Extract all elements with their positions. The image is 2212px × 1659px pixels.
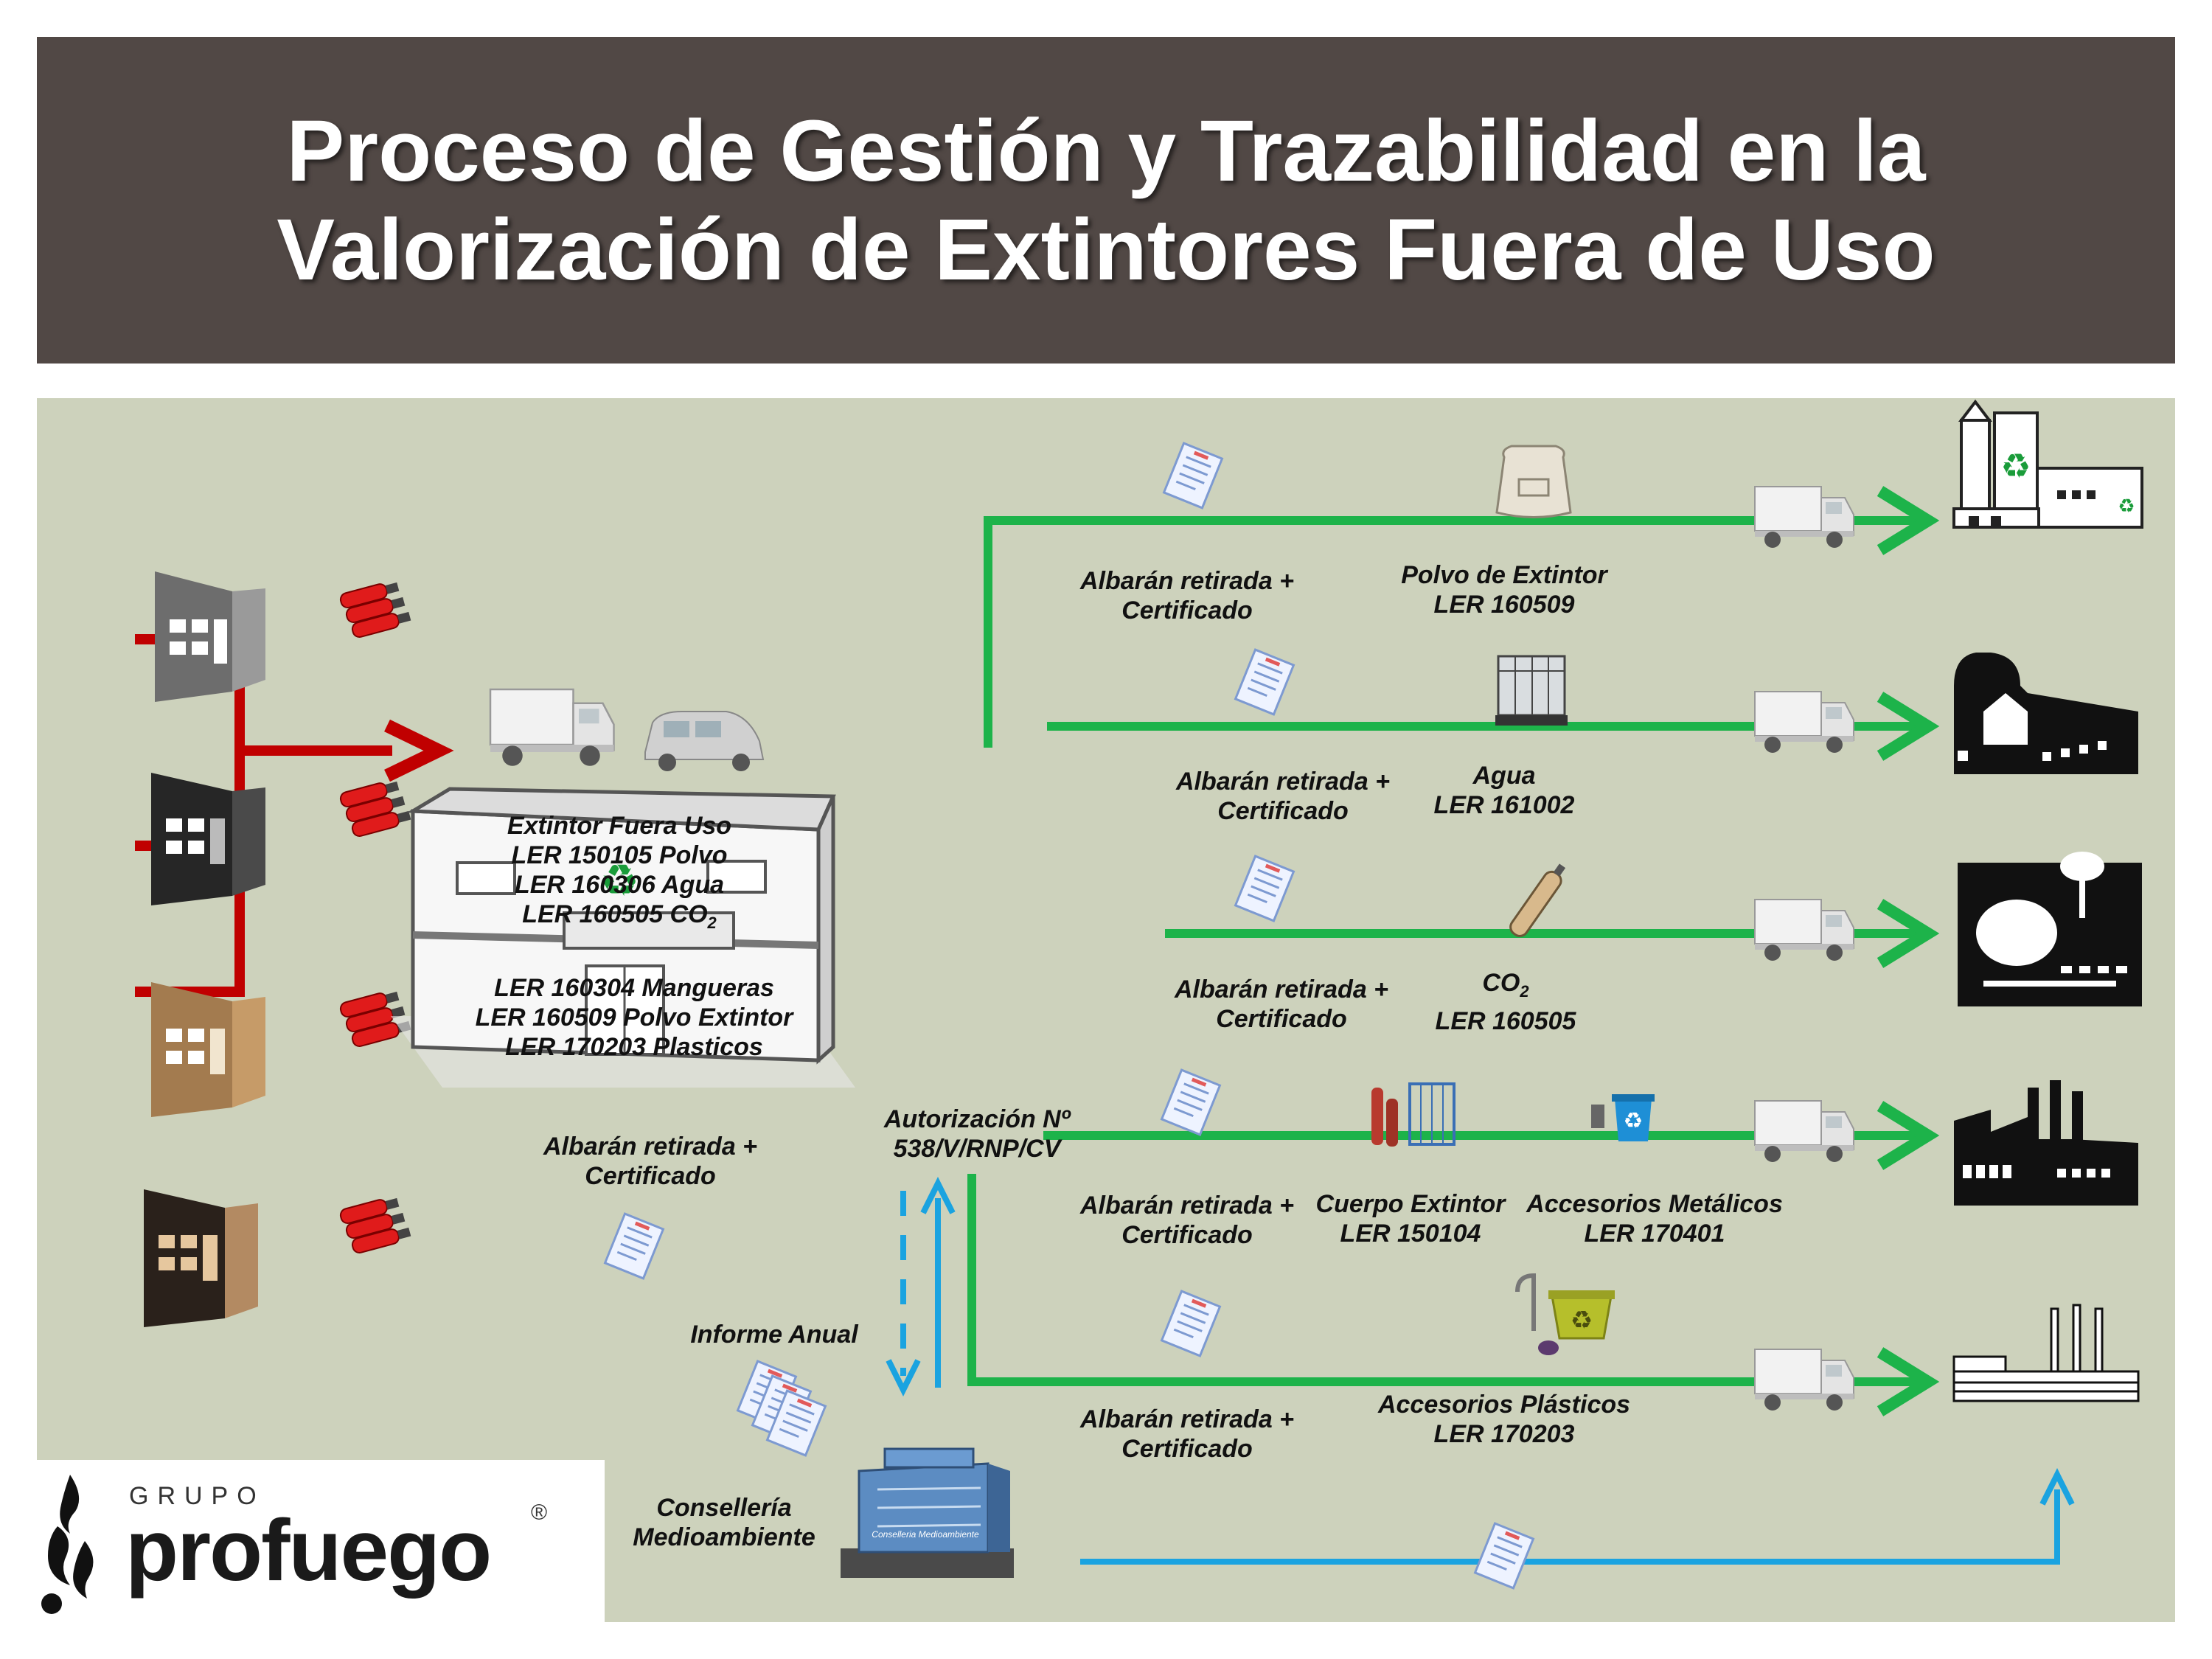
metal-body-icon: [1371, 1082, 1455, 1147]
document-icon-output-4: [1161, 1068, 1221, 1136]
document-icon-output-5: [1161, 1290, 1221, 1357]
metal-accessories-bin-icon: ♻: [1591, 1094, 1655, 1141]
diagram-panel: ♻: [37, 398, 2175, 1622]
treatment-plant-icon: ♻: [391, 787, 855, 1088]
source-building-gray-icon: [155, 571, 265, 702]
source-building-brown-icon: [144, 1189, 258, 1327]
source-building-tan-icon: [151, 982, 265, 1117]
output-4-document-label: Albarán retirada +Certificado: [1079, 1192, 1295, 1249]
logo-registered-mark: ®: [531, 1500, 548, 1525]
document-icon-output-3: [1234, 855, 1295, 922]
document-icon-input: [604, 1212, 664, 1280]
document-icon-authority: [1474, 1522, 1534, 1590]
collection-truck-icon: [489, 688, 615, 767]
extinguishers-icon-4: [338, 1194, 413, 1256]
source-building-dark-icon: [151, 773, 265, 905]
company-logo: GRUPO profuego ®: [22, 1460, 605, 1622]
authority-plate: Conselleria Medioambiente: [872, 1529, 979, 1540]
document-icon-output-1: [1163, 442, 1223, 509]
extinguishers-icon-1: [338, 579, 413, 640]
title-line-1: Proceso de Gestión y Trazabilidad en la: [286, 102, 1926, 200]
extinguishers-icon-2: [338, 778, 413, 839]
document-icon-report: [737, 1360, 827, 1457]
svg-text:♻: ♻: [1571, 1306, 1593, 1335]
svg-text:♻: ♻: [2000, 446, 2031, 486]
output-arrows: [1877, 486, 1940, 1416]
process-diagram: ♻: [135, 399, 2143, 1590]
recycling-plant-icon: ♻ ♻: [1952, 399, 2143, 529]
co2-cylinder-icon: [1509, 863, 1566, 937]
powder-sack-icon: [1495, 445, 1572, 518]
output-truck-icon-1: [1754, 486, 1854, 549]
output-flow-lines: [967, 516, 1917, 1386]
output-truck-icon-2: [1754, 691, 1854, 754]
page-title: Proceso de Gestión y Trazabilidad en la …: [37, 37, 2175, 364]
water-treatment-barn-icon: [1954, 653, 2138, 774]
report-flow: [886, 1177, 2075, 1565]
collection-van-icon: [644, 711, 765, 771]
svg-text:♻: ♻: [2118, 495, 2135, 518]
input-waste-label: Extintor Fuera Uso LER 150105 Polvo LER …: [507, 812, 732, 932]
logo-name-text: profuego: [125, 1502, 492, 1599]
input-document-label: Albarán retirada +Certificado: [543, 1133, 758, 1190]
output-truck-icon-4: [1754, 1100, 1854, 1163]
metal-factory-icon: [1954, 1080, 2138, 1206]
document-icon-output-2: [1234, 648, 1295, 716]
output-3-document-label: Albarán retirada +Certificado: [1174, 975, 1389, 1033]
logo-group-text: GRUPO: [129, 1482, 265, 1510]
svg-text:♻: ♻: [599, 855, 639, 907]
output-truck-icon-3: [1754, 899, 1854, 961]
water-tank-icon: [1495, 655, 1568, 726]
annual-report-label: Informe Anual: [690, 1321, 858, 1349]
input-arrow: [384, 719, 454, 782]
plastics-plant-icon: [1952, 1304, 2140, 1402]
output-truck-icon-5: [1754, 1349, 1854, 1411]
output-5-document-label: Albarán retirada +Certificado: [1079, 1405, 1295, 1463]
gas-plant-icon: [1958, 852, 2142, 1006]
plastic-accessories-bin-icon: ♻: [1515, 1273, 1615, 1355]
authority-building-icon: Conselleria Medioambiente: [841, 1447, 1014, 1578]
flame-drops-icon: [41, 1475, 94, 1614]
output-1-document-label: Albarán retirada +Certificado: [1079, 567, 1295, 625]
title-line-2: Valorización de Extintores Fuera de Uso: [276, 201, 1935, 299]
output-3-material-label: CO2 LER 160505: [1435, 969, 1576, 1035]
output-2-document-label: Albarán retirada +Certificado: [1175, 768, 1391, 825]
input-other-waste-label: LER 160304 Mangueras LER 160509 Polvo Ex…: [475, 974, 793, 1061]
title-banner: Proceso de Gestión y Trazabilidad en la …: [37, 37, 2175, 364]
svg-text:♻: ♻: [1624, 1108, 1644, 1134]
